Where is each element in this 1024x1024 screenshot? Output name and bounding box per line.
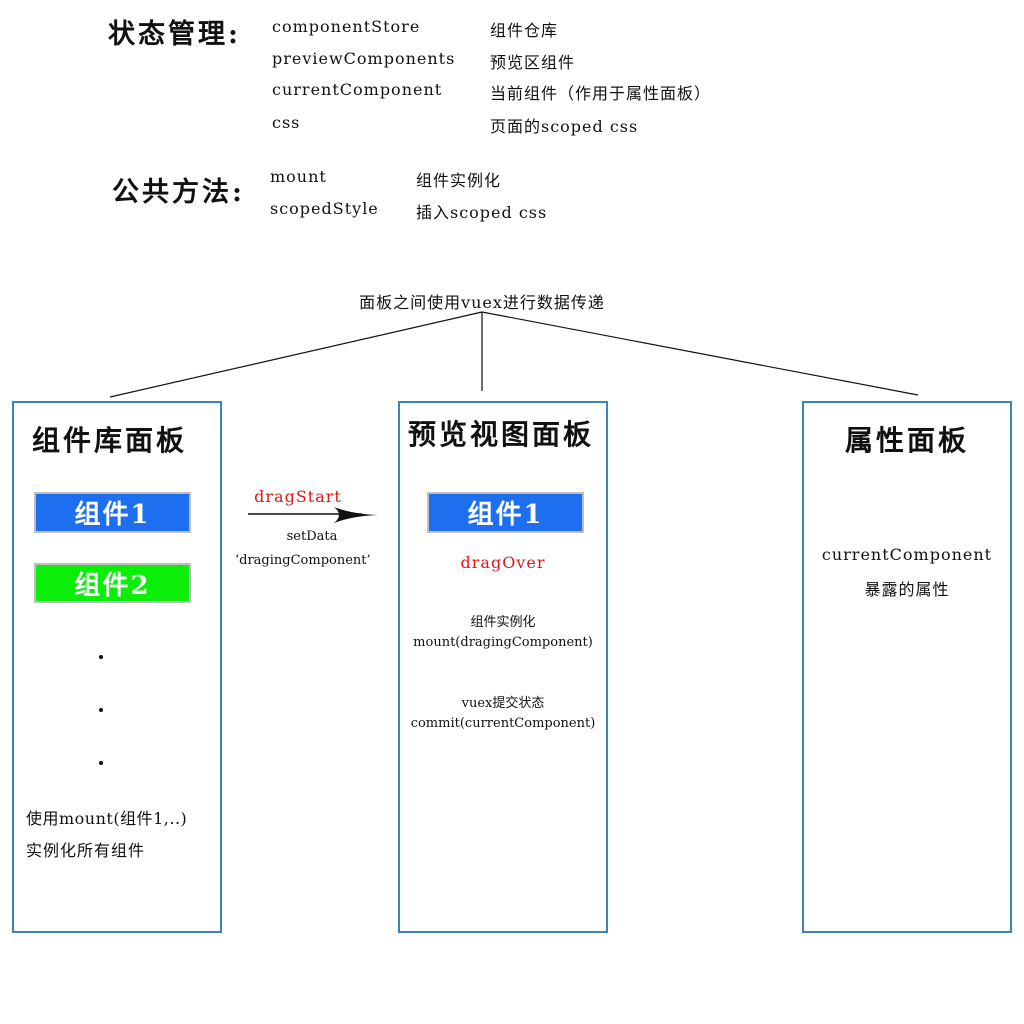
connector-line-library	[109, 311, 483, 398]
drag-arrow-head	[334, 507, 378, 523]
drag-start-label: dragStart	[254, 487, 342, 506]
properties-current-component: currentComponent	[821, 545, 993, 564]
library-note-instantiate: 实例化所有组件	[26, 841, 146, 860]
set-data-label: setData	[286, 529, 338, 544]
vuex-label: 面板之间使用vuex进行数据传递	[359, 293, 605, 312]
state-key-component-store: componentStore	[272, 17, 421, 36]
vuex-commit-step-title: vuex提交状态	[461, 696, 545, 711]
ellipsis-dot	[99, 761, 103, 765]
state-key-current-component: currentComponent	[272, 80, 443, 99]
state-desc-component-store: 组件仓库	[490, 21, 559, 40]
method-desc-scoped-style: 插入scoped css	[416, 203, 548, 222]
method-desc-mount: 组件实例化	[416, 171, 502, 190]
ellipsis-dot	[99, 708, 103, 712]
state-key-css: css	[272, 113, 301, 132]
state-management-heading: 状态管理:	[108, 19, 241, 50]
connector-line-properties	[481, 311, 919, 396]
state-desc-current-component: 当前组件（作用于属性面板）	[490, 84, 712, 103]
properties-panel: 属性面板 currentComponent 暴露的属性	[802, 401, 1012, 933]
method-key-scoped-style: scopedStyle	[270, 199, 379, 218]
draging-component-label: ‘dragingComponent’	[235, 553, 371, 568]
drag-over-label: dragOver	[460, 553, 546, 572]
method-key-mount: mount	[270, 167, 327, 186]
public-methods-heading: 公共方法:	[112, 177, 245, 208]
properties-exposed-attrs: 暴露的属性	[864, 580, 950, 599]
preview-panel: 预览视图面板 组件1 dragOver 组件实例化 mount(dragingC…	[398, 401, 608, 933]
component-library-panel: 组件库面板 组件1 组件2 使用mount(组件1,..) 实例化所有组件	[12, 401, 222, 933]
component-library-title: 组件库面板	[32, 424, 188, 457]
preview-component-1[interactable]: 组件1	[427, 492, 584, 533]
state-desc-preview-components: 预览区组件	[490, 53, 576, 72]
preview-title: 预览视图面板	[408, 418, 595, 451]
state-desc-css: 页面的scoped css	[490, 117, 639, 136]
library-note-mount: 使用mount(组件1,..)	[26, 809, 188, 828]
library-component-1[interactable]: 组件1	[34, 492, 191, 533]
state-key-preview-components: previewComponents	[272, 49, 456, 68]
properties-title: 属性面板	[844, 424, 969, 457]
instantiate-step-title: 组件实例化	[470, 615, 536, 630]
mount-call: mount(dragingComponent)	[413, 635, 593, 650]
commit-call: commit(currentComponent)	[410, 716, 596, 731]
ellipsis-dot	[99, 655, 103, 659]
library-component-2[interactable]: 组件2	[34, 563, 191, 603]
